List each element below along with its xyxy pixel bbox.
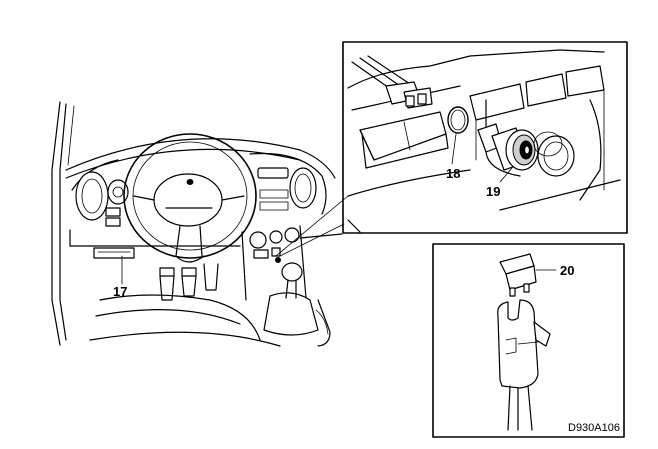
label-17: 17 [113,284,127,299]
leader-line-inset-1 [279,223,345,257]
label-20: 20 [560,263,574,278]
callout-19: 19 [486,167,513,199]
inset-fuse-detail [432,243,625,438]
callout-17: 17 [113,255,127,299]
reference-code: D930A106 [568,422,620,434]
label-18: 18 [446,166,460,181]
inset-socket-detail [342,41,628,234]
callout-18: 18 [446,133,460,181]
dashboard-illustration [51,101,343,347]
label-19: 19 [486,184,500,199]
callout-20: 20 [535,263,574,278]
